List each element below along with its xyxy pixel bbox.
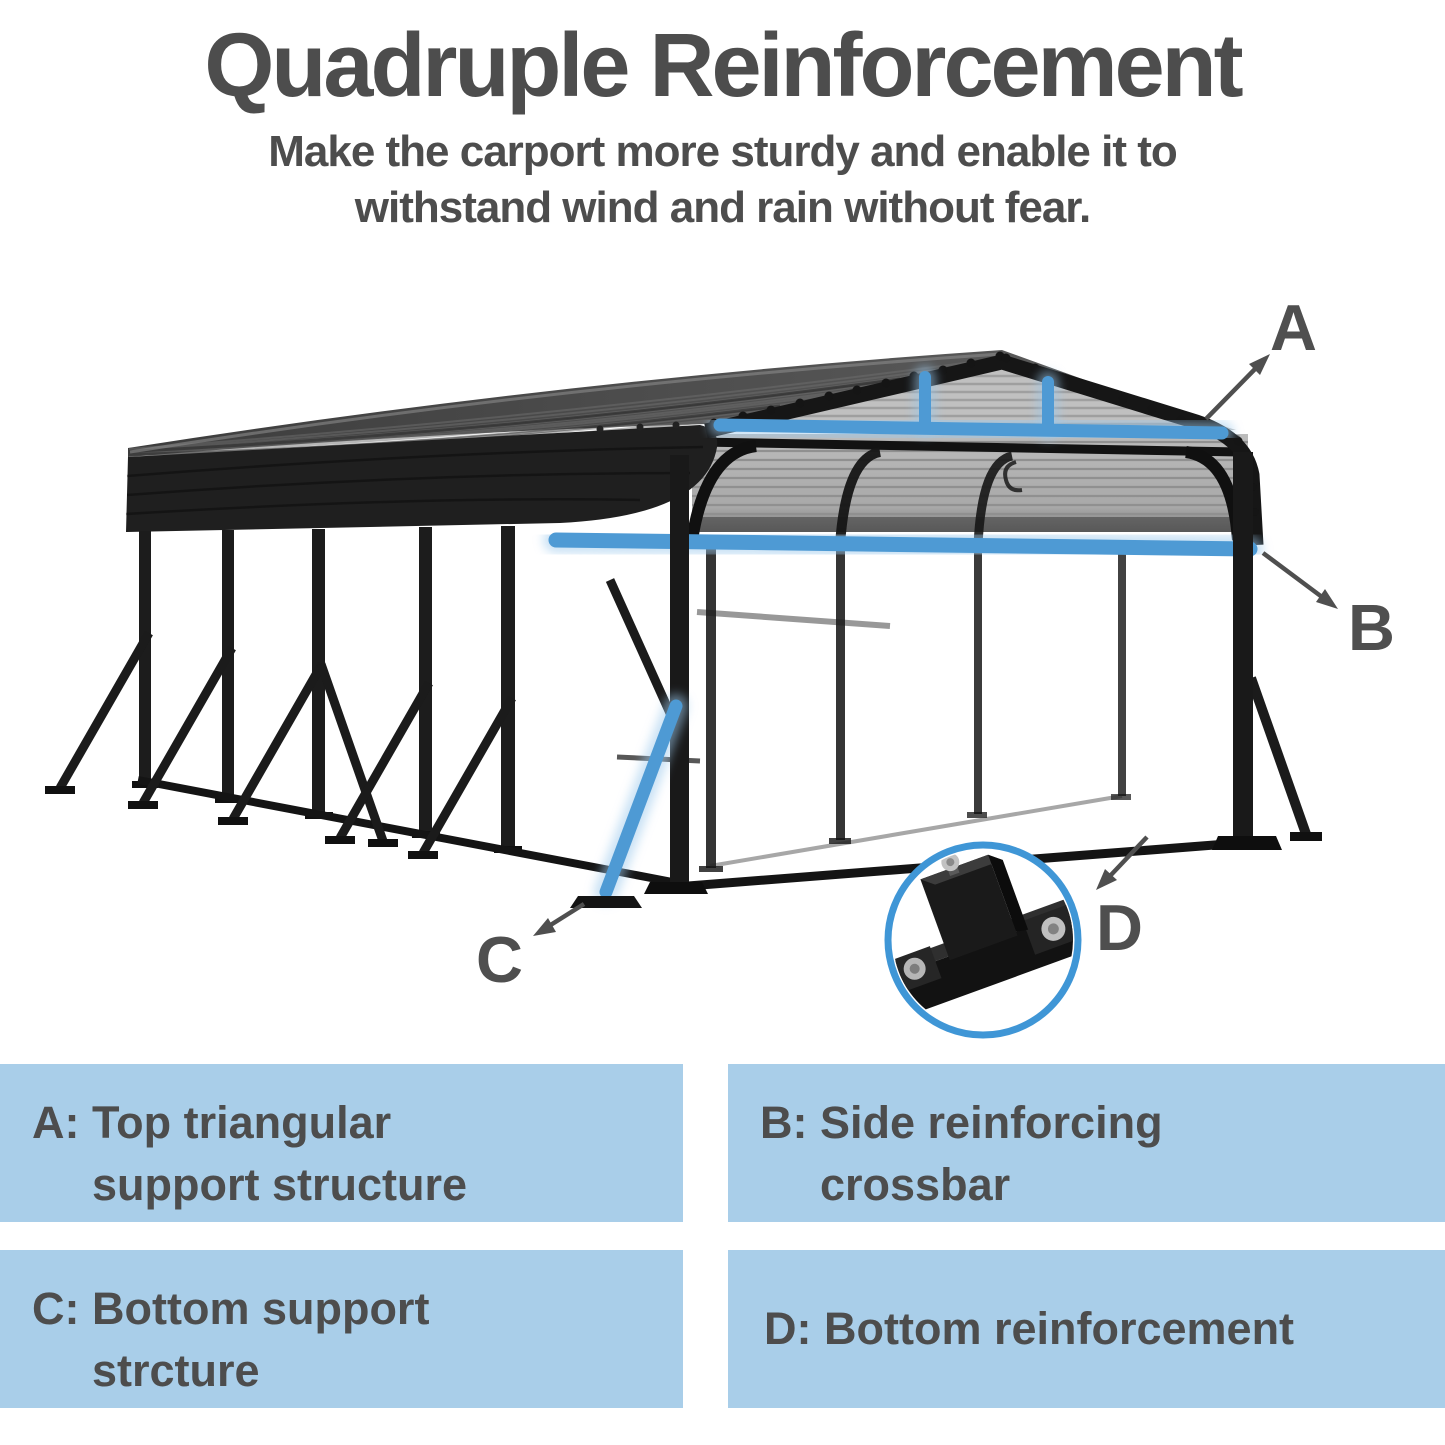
legend-b-key: B: <box>760 1097 808 1148</box>
fascia-corrugation <box>125 445 704 516</box>
callout-a-arrow <box>1204 354 1270 421</box>
callout-arrows <box>533 354 1338 936</box>
callout-b-label: B <box>1348 591 1395 664</box>
page-title: Quadruple Reinforcement <box>204 16 1243 116</box>
roof <box>125 350 1264 546</box>
callout-c-label: C <box>476 923 523 996</box>
legend-item-a: A:Top triangular support structure <box>0 1064 683 1222</box>
bracket-detail <box>893 853 1073 1020</box>
subtitle: Make the carport more sturdy and enable … <box>0 124 1445 236</box>
legend-c-line2: strcture <box>92 1345 260 1396</box>
legend-b-line2: crossbar <box>820 1159 1011 1210</box>
callout-letters: A B C D <box>476 291 1395 996</box>
header: Quadruple Reinforcement Make the carport… <box>0 14 1445 236</box>
subtitle-line-1: Make the carport more sturdy and enable … <box>268 127 1178 176</box>
callout-d-label: D <box>1096 891 1143 964</box>
frame-legs <box>132 526 522 853</box>
callout-b-arrow <box>1261 551 1338 609</box>
black-diagonal-braces <box>56 578 1311 856</box>
bottom-reinforcement-inset <box>884 841 1082 1039</box>
legend-d-key: D: <box>764 1303 812 1354</box>
legend-item-b: B:Side reinforcing crossbar <box>728 1064 1445 1222</box>
legend-a-line1: Top triangular <box>92 1097 392 1148</box>
subtitle-line-2: withstand wind and rain without fear. <box>354 183 1091 232</box>
highlight-side-crossbar <box>543 527 1263 562</box>
legend-item-c: C:Bottom support strcture <box>0 1250 683 1408</box>
legend-a-line2: support structure <box>92 1159 468 1210</box>
legend-item-d: D:Bottom reinforcement <box>728 1250 1445 1408</box>
corner-legs <box>644 452 1282 894</box>
legend-d-line1: Bottom reinforcement <box>824 1303 1295 1354</box>
legend-b-line1: Side reinforcing <box>820 1097 1163 1148</box>
callout-d-arrow <box>1096 835 1149 890</box>
brace-foot-plates <box>45 786 1322 859</box>
highlight-bottom-support-brace <box>570 694 688 908</box>
callout-c-arrow <box>533 902 586 936</box>
highlight-top-triangular-support <box>708 366 1234 445</box>
callout-a-label: A <box>1270 291 1317 364</box>
legend-c-line1: Bottom support <box>92 1283 430 1334</box>
legend-a-key: A: <box>32 1097 80 1148</box>
legend-c-key: C: <box>32 1283 80 1334</box>
